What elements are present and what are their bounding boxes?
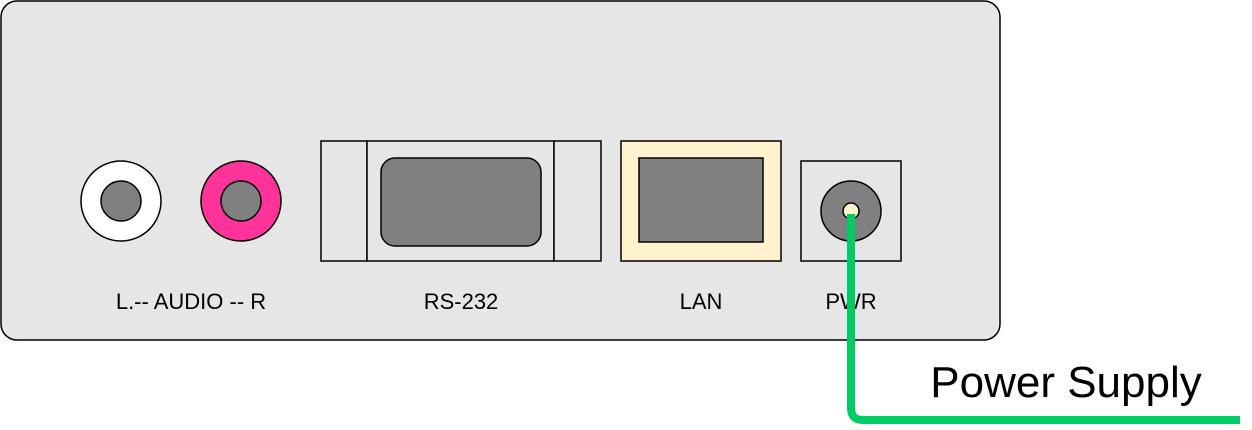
rs232-right-bracket <box>553 140 602 262</box>
lan-socket <box>638 157 764 243</box>
lan-label: LAN <box>680 289 723 314</box>
audio-left-jack <box>80 160 162 242</box>
lan-port <box>620 140 782 262</box>
rs232-label: RS-232 <box>424 289 499 314</box>
audio-right-jack <box>200 160 282 242</box>
rs232-port <box>320 140 602 262</box>
audio-label: L.-- AUDIO -- R <box>116 289 266 314</box>
power-supply-cable <box>847 214 1240 424</box>
rs232-left-bracket <box>320 140 368 262</box>
audio-right-center <box>220 180 262 222</box>
audio-left-center <box>100 180 142 222</box>
rs232-connector-body <box>380 157 542 247</box>
power-supply-label: Power Supply <box>930 358 1201 407</box>
